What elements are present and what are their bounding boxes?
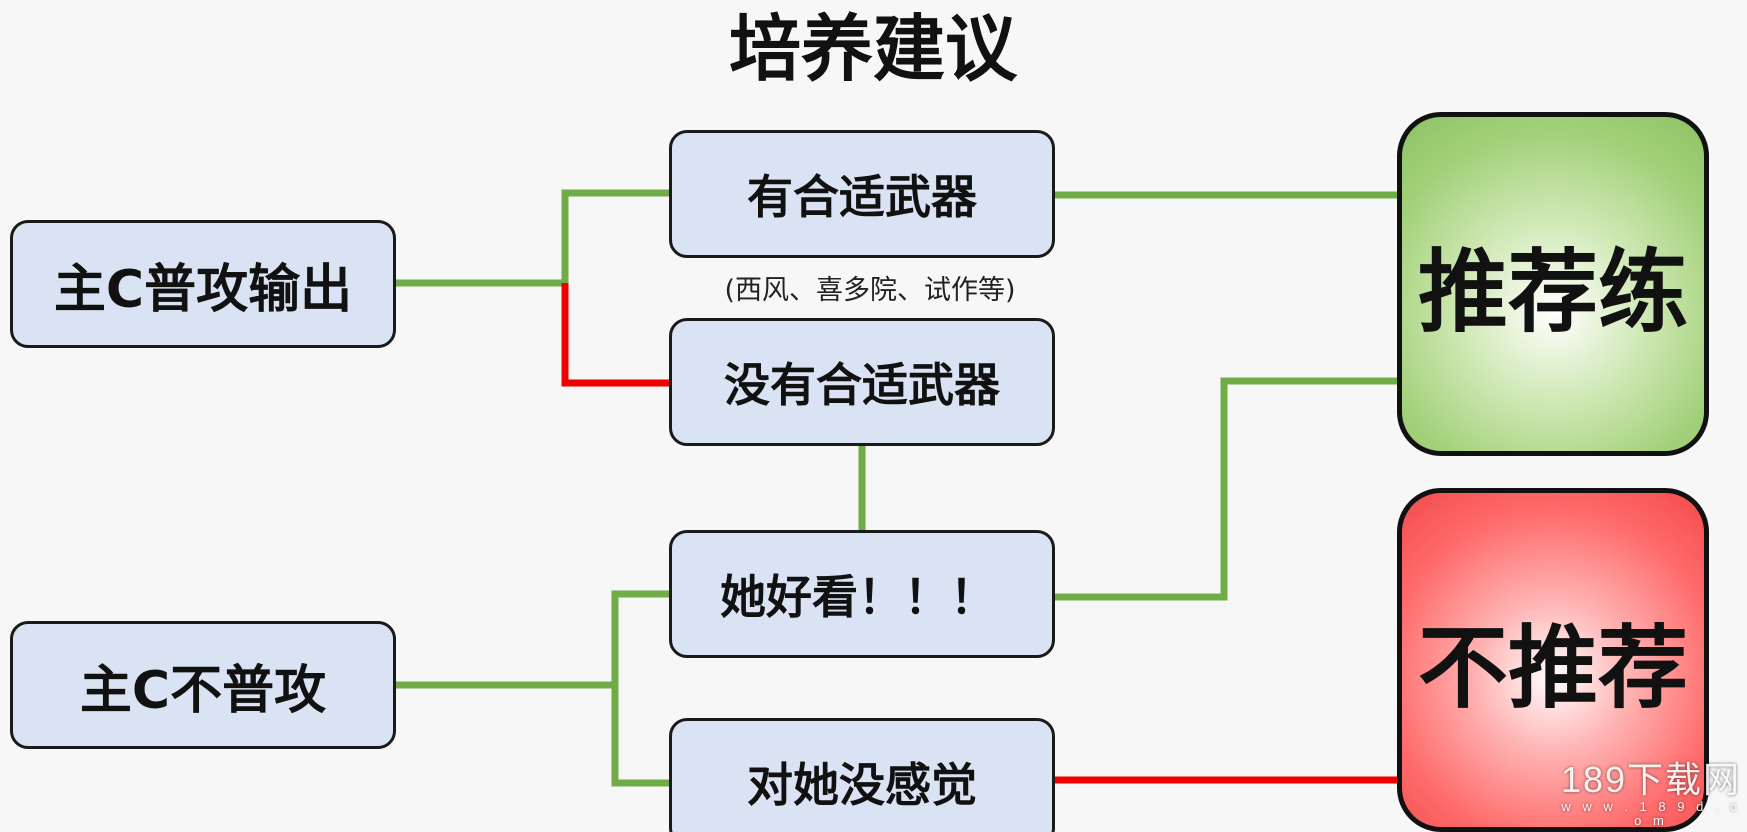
line-attack-to-has-weapon [396, 189, 669, 287]
line-no-attack-to-no-feeling [611, 685, 669, 787]
node-label: 主C不普攻 [79, 660, 327, 721]
node-she-is-pretty: 她好看！！！ [669, 530, 1055, 658]
result-not-recommend: 不推荐 [1397, 488, 1709, 832]
weapon-examples-note: (西风、喜多院、试作等) [724, 275, 1016, 306]
node-label: 她好看！！！ [720, 570, 996, 624]
node-no-feeling: 对她没感觉 [669, 718, 1055, 832]
node-has-weapon: 有合适武器 [669, 130, 1055, 258]
page-title: 培养建议 [728, 7, 1017, 91]
node-label: 有合适武器 [747, 170, 977, 224]
node-label: 对她没感觉 [747, 758, 977, 812]
node-main-c-no-normal-attack: 主C不普攻 [10, 621, 396, 749]
watermark-sub-text: w w w . 1 8 9 d . c o m [1561, 798, 1741, 828]
line-no-attack-to-pretty [396, 590, 669, 689]
line-attack-to-no-weapon [561, 283, 669, 387]
watermark-main-text: 189下载网 [1560, 759, 1742, 800]
result-label: 不推荐 [1418, 616, 1688, 721]
result-label: 推荐练 [1418, 240, 1688, 345]
result-recommend: 推荐练 [1397, 112, 1709, 456]
node-label: 没有合适武器 [724, 358, 1000, 412]
node-label: 主C普攻输出 [53, 259, 353, 320]
line-pretty-to-recommend [1055, 377, 1397, 601]
site-watermark: 189下载网 w w w . 1 8 9 d . c o m [1556, 760, 1746, 828]
node-main-c-normal-attack: 主C普攻输出 [10, 220, 396, 348]
node-no-weapon: 没有合适武器 [669, 318, 1055, 446]
